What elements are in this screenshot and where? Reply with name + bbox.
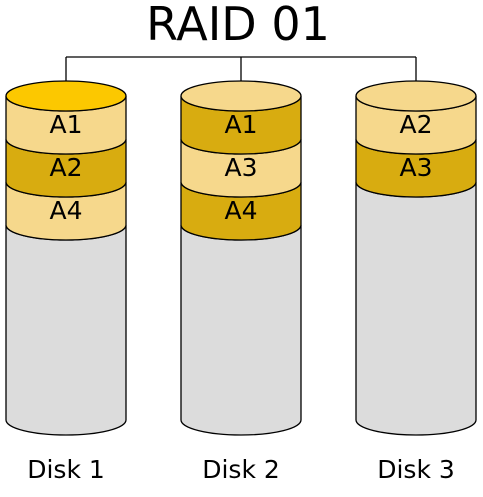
disk-label: Disk 2 [202, 455, 280, 484]
disk-empty-space [5, 224, 127, 436]
disk-top-cap [355, 80, 477, 112]
disk-empty-space [180, 224, 302, 436]
block-label: A3 [224, 153, 257, 182]
block-label: A2 [49, 153, 82, 182]
block-label: A1 [49, 110, 82, 139]
disk-top-cap [5, 80, 127, 112]
block-label: A1 [224, 110, 257, 139]
block-label: A4 [224, 196, 257, 225]
diagram-title: RAID 01 [146, 0, 330, 51]
block-label: A3 [399, 153, 432, 182]
disk-top-cap [180, 80, 302, 112]
disk-label: Disk 3 [377, 455, 455, 484]
block-label: A2 [399, 110, 432, 139]
disk-label: Disk 1 [27, 455, 105, 484]
disk-empty-space [355, 181, 477, 436]
block-label: A4 [49, 196, 82, 225]
